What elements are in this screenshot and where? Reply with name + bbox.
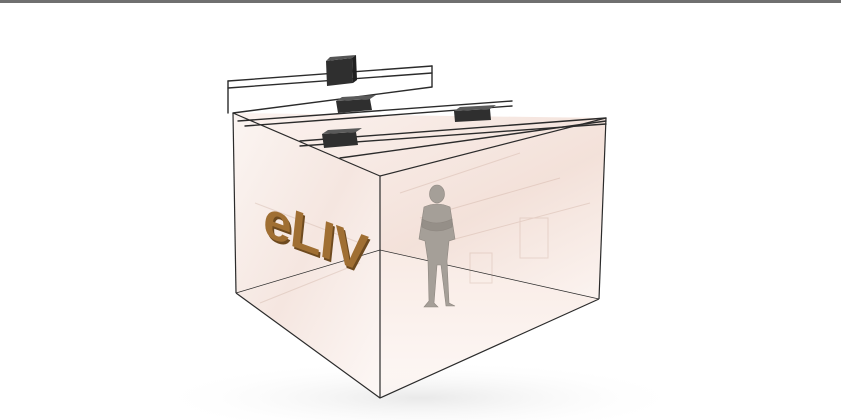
- projector-left: [336, 95, 376, 113]
- cave-scene: eLIV eLIV: [0, 3, 841, 420]
- projector-top: [326, 55, 357, 86]
- projector-front: [322, 128, 362, 148]
- projector-right: [454, 105, 496, 122]
